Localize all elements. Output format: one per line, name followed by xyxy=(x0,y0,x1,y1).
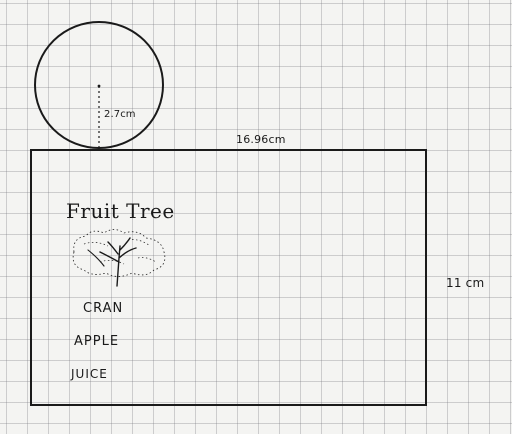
label-height-dimension: 11 cm xyxy=(446,276,485,290)
tree-branch-left xyxy=(87,249,105,267)
tree-trunk xyxy=(99,237,137,287)
product-name-line: CRAN xyxy=(83,301,124,316)
tree-canopy-outline xyxy=(72,229,166,277)
lid-center-dot xyxy=(97,84,101,88)
lid-radius-dimension: 2.7cm xyxy=(104,109,136,120)
tree-sketch xyxy=(72,229,166,287)
label-width-dimension: 16.96cm xyxy=(236,133,286,146)
label-rectangle xyxy=(30,149,427,406)
product-name-line: JUICE xyxy=(71,367,108,381)
tree-canopy-detail xyxy=(83,239,157,265)
product-name-line: APPLE xyxy=(74,334,120,349)
brand-title: Fruit Tree xyxy=(66,199,175,223)
